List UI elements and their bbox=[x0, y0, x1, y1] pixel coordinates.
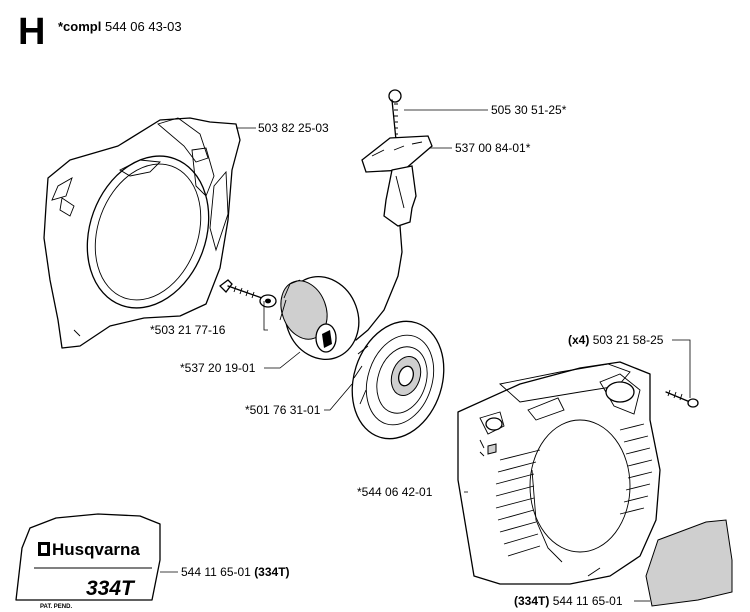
husqvarna-decal: Husqvarna 334T PAT. PEND. bbox=[15, 513, 161, 610]
part-number-544116501-decal: 544 11 65-01 bbox=[181, 565, 251, 579]
decal-brand-text: Husqvarna bbox=[52, 540, 140, 559]
compl-prefix: *compl bbox=[58, 19, 102, 34]
part-label-503215825: (x4) 503 21 58-25 bbox=[568, 333, 663, 347]
part-label-503217716: *503 21 77-16 bbox=[150, 323, 226, 337]
decal-model-text: 334T bbox=[86, 577, 136, 600]
part-label-501763101: *501 76 31-01 bbox=[245, 403, 321, 417]
part-label-537201901: *537 20 19-01 bbox=[180, 361, 256, 375]
part-label-505305125: 505 30 51-25* bbox=[491, 103, 567, 117]
fan-housing-drawing bbox=[43, 117, 241, 349]
starter-handle-drawing bbox=[355, 89, 433, 341]
spring-cassette-drawing bbox=[351, 320, 445, 440]
compl-part-number: 544 06 43-03 bbox=[104, 19, 182, 34]
quantity-x4: (x4) bbox=[568, 333, 590, 347]
decal-patent-text: PAT. PEND. bbox=[40, 604, 72, 610]
model-334t-decal: (334T) bbox=[254, 565, 290, 579]
part-label-537008401: 537 00 84-01* bbox=[455, 141, 531, 155]
section-letter: H bbox=[18, 11, 46, 53]
part-label-503822503: 503 82 25-03 bbox=[258, 121, 329, 135]
starter-housing-drawing bbox=[457, 361, 661, 585]
complete-assembly-label: *compl 544 06 43-03 bbox=[58, 19, 182, 34]
part-number-544116501-plate: 544 11 65-01 bbox=[552, 594, 623, 608]
housing-screw-drawing bbox=[665, 389, 699, 408]
model-334t-plate: (334T) bbox=[514, 594, 550, 608]
part-label-544064201: *544 06 42-01 bbox=[357, 485, 433, 499]
starter-pulley-drawing bbox=[279, 276, 360, 360]
part-label-544116501-plate: (334T) 544 11 65-01 bbox=[514, 594, 623, 608]
screw-and-washer-drawing bbox=[219, 279, 277, 308]
leader-lines bbox=[160, 109, 691, 602]
part-label-544116501-decal: 544 11 65-01 (334T) bbox=[181, 565, 290, 579]
decal-plate-drawing bbox=[645, 519, 733, 607]
part-number-503215825: 503 21 58-25 bbox=[592, 333, 664, 347]
